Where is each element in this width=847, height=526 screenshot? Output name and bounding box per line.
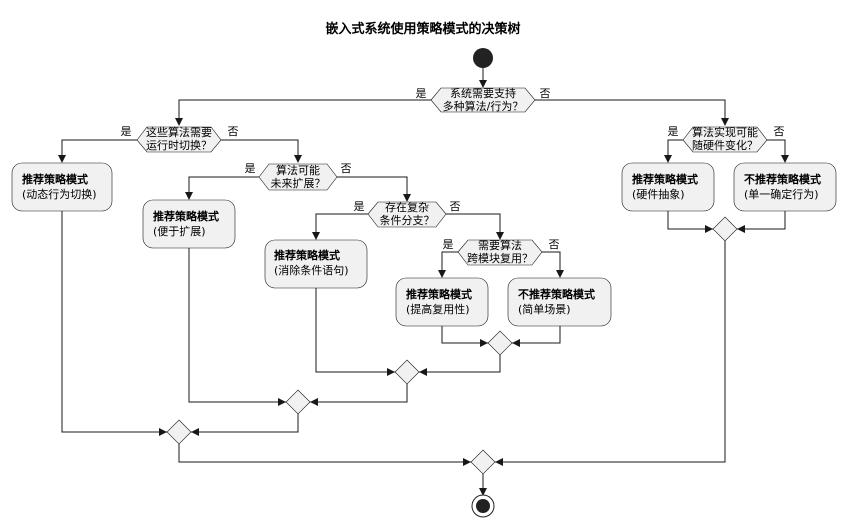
decision-d6-no-label: 否 bbox=[774, 125, 785, 138]
merge-diamond-1 bbox=[487, 330, 513, 356]
activity-a3-title: 推荐策略模式 bbox=[274, 248, 340, 262]
start-node bbox=[473, 48, 493, 68]
decision-d3: 算法可能 未来扩展？ 是 否 bbox=[245, 162, 352, 191]
decision-d4-line2: 条件分支？ bbox=[380, 213, 435, 227]
decision-d3-no-label: 否 bbox=[341, 162, 352, 175]
merge-diamond-2 bbox=[394, 359, 420, 385]
decision-d4-no-label: 否 bbox=[450, 200, 461, 213]
connector-lines bbox=[61, 68, 786, 494]
decision-d4-line1: 存在复杂 bbox=[385, 200, 429, 214]
decision-d5-no-label: 否 bbox=[549, 238, 560, 251]
end-node bbox=[471, 494, 495, 518]
page-title: 嵌入式系统使用策略模式的决策树 bbox=[325, 21, 520, 37]
activity-a7-title: 不推荐策略模式 bbox=[744, 172, 821, 186]
activity-a6-sub: (硬件抽象) bbox=[632, 187, 685, 201]
decision-d2-yes-label: 是 bbox=[121, 125, 132, 138]
decision-d5-line2: 跨模块复用？ bbox=[467, 251, 533, 265]
decision-d6-line1: 算法实现可能 bbox=[692, 125, 758, 139]
decision-d5-yes-label: 是 bbox=[443, 238, 454, 251]
merge-diamond-6 bbox=[712, 216, 738, 242]
activity-a7: 不推荐策略模式 (单一确定行为) bbox=[733, 162, 837, 212]
decision-d5: 需要算法 跨模块复用？ 是 否 bbox=[443, 238, 560, 266]
activity-a6: 推荐策略模式 (硬件抽象) bbox=[621, 162, 715, 212]
decision-d2-line2: 运行时切换？ bbox=[146, 138, 212, 152]
decision-d1-line2: 多种算法/行为？ bbox=[443, 99, 524, 113]
activity-a5-sub: (简单场景) bbox=[518, 302, 571, 316]
decision-d6-yes-label: 是 bbox=[668, 125, 679, 138]
activity-a5-title: 不推荐策略模式 bbox=[518, 287, 595, 301]
merge-diamond-5 bbox=[470, 449, 496, 475]
decision-d6: 算法实现可能 随硬件变化？ 是 否 bbox=[668, 125, 785, 153]
decision-d1: 系统需要支持 多种算法/行为？ 是 否 bbox=[416, 86, 551, 113]
activity-a2-title: 推荐策略模式 bbox=[153, 209, 219, 223]
decision-d2-line1: 这些算法需要 bbox=[146, 125, 212, 139]
activity-a4-sub: (提高复用性) bbox=[406, 302, 470, 316]
activity-a2: 推荐策略模式 (便于扩展) bbox=[142, 199, 236, 249]
decision-d1-no-label: 否 bbox=[540, 87, 551, 100]
merge-diamond-4 bbox=[166, 419, 192, 445]
activity-a3: 推荐策略模式 (消除条件语句) bbox=[264, 239, 368, 289]
decision-d3-line2: 未来扩展？ bbox=[271, 176, 326, 190]
decision-d3-yes-label: 是 bbox=[245, 162, 256, 175]
decision-d1-yes-label: 是 bbox=[416, 87, 427, 100]
activity-a1: 推荐策略模式 (动态行为切换) bbox=[11, 162, 113, 212]
decision-d4-yes-label: 是 bbox=[354, 200, 365, 213]
activity-a6-title: 推荐策略模式 bbox=[632, 172, 698, 186]
activity-a5: 不推荐策略模式 (简单场景) bbox=[507, 277, 612, 327]
decision-d4: 存在复杂 条件分支？ 是 否 bbox=[354, 200, 461, 228]
decision-d6-line2: 随硬件变化？ bbox=[692, 138, 758, 152]
activity-a3-sub: (消除条件语句) bbox=[274, 263, 349, 277]
decision-d1-line1: 系统需要支持 bbox=[450, 86, 516, 100]
merge-diamond-3 bbox=[285, 389, 311, 415]
decision-d3-line1: 算法可能 bbox=[276, 163, 320, 177]
arrowheads bbox=[58, 80, 789, 496]
decision-d2: 这些算法需要 运行时切换？ 是 否 bbox=[121, 125, 239, 153]
activity-a4-title: 推荐策略模式 bbox=[406, 287, 472, 301]
activity-a7-sub: (单一确定行为) bbox=[744, 187, 819, 201]
activity-a4: 推荐策略模式 (提高复用性) bbox=[395, 277, 489, 327]
decision-d2-no-label: 否 bbox=[228, 125, 239, 138]
decision-d5-line1: 需要算法 bbox=[478, 238, 522, 252]
activity-a2-sub: (便于扩展) bbox=[153, 224, 206, 238]
activity-a1-sub: (动态行为切换) bbox=[22, 187, 97, 201]
activity-a1-title: 推荐策略模式 bbox=[22, 172, 88, 186]
